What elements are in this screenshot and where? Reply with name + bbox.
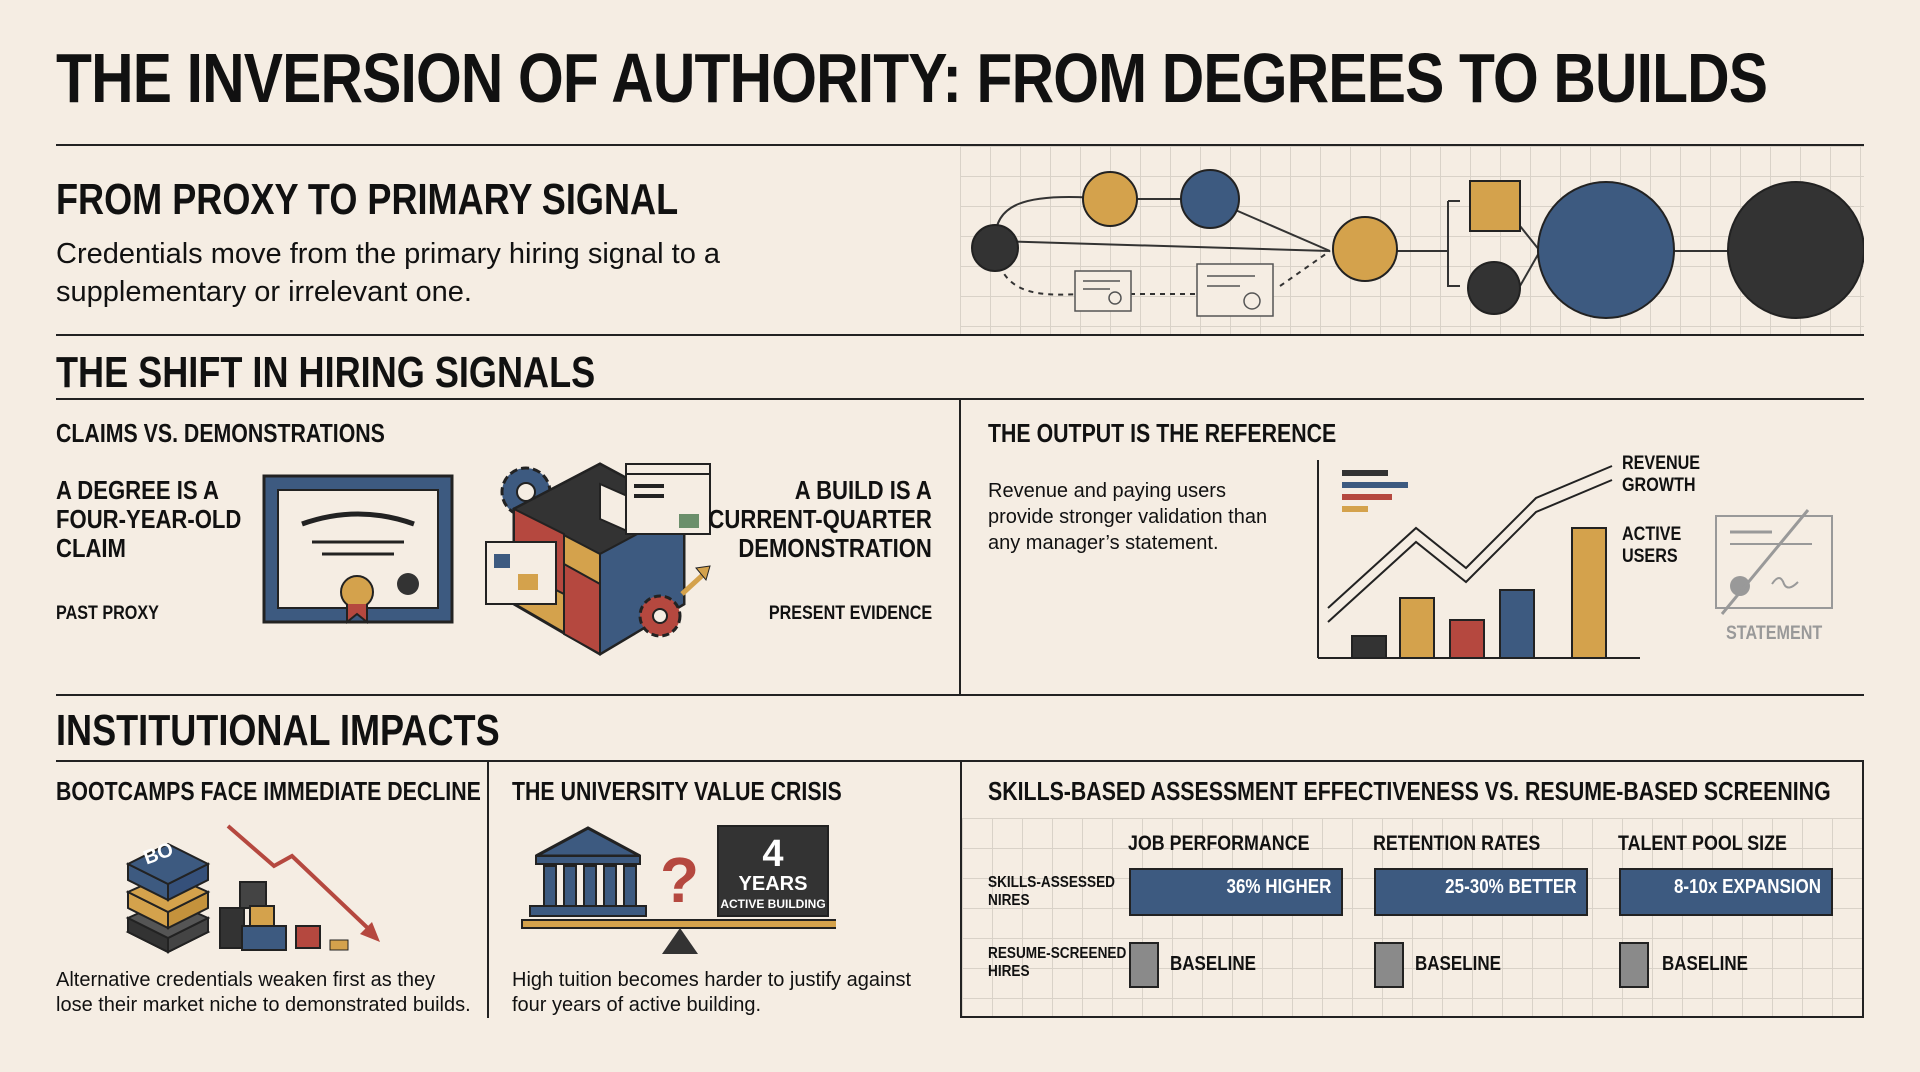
row-resume-label: RESUME-SCREENED HIRES <box>988 945 1127 980</box>
years-number: 4 <box>762 833 783 875</box>
crossed-statement-icon <box>1712 506 1836 621</box>
build-cube-icon <box>484 444 716 669</box>
bar-talent-pool: 8-10x EXPANSION <box>1619 868 1833 916</box>
claims-heading: CLAIMS VS. DEMONSTRATIONS <box>56 418 385 448</box>
network-diagram <box>960 146 1865 334</box>
active-users-label: ACTIVE USERS <box>1622 524 1682 567</box>
node-navy-1 <box>1180 169 1240 229</box>
university-scale-icon: ? 4 YEARS ACTIVE BUILDING <box>520 822 839 961</box>
proxy-heading: FROM PROXY TO PRIMARY SIGNAL <box>56 175 679 224</box>
assessment-panel <box>960 760 1864 1018</box>
revenue-growth-label: REVENUE GROWTH <box>1622 453 1701 496</box>
certificate-icon-1 <box>1074 270 1132 312</box>
col-job-performance-label: JOB PERFORMANCE <box>1128 832 1310 855</box>
build-claim: A BUILD IS A CURRENT-QUARTER DEMONSTRATI… <box>708 475 932 563</box>
question-mark-icon: ? <box>660 844 699 916</box>
divider-5 <box>56 760 960 762</box>
shift-heading: THE SHIFT IN HIRING SIGNALS <box>56 348 596 397</box>
baseline-job-performance-label: BASELINE <box>1170 953 1256 975</box>
bar-job-performance-value: 36% HIGHER <box>1226 876 1331 898</box>
output-text: Revenue and paying users provide stronge… <box>988 480 1268 554</box>
years-word: YEARS <box>739 873 808 895</box>
row-skills-label: SKILLS-ASSESSED NIRES <box>988 874 1115 909</box>
statement-label: STATEMENT <box>1726 623 1823 644</box>
node-navy-large <box>1537 181 1675 319</box>
growth-chart-icon <box>1316 458 1642 669</box>
present-evidence-label: PRESENT EVIDENCE <box>768 603 932 624</box>
years-caption: ACTIVE BUILDING <box>720 897 825 911</box>
node-gold-2 <box>1332 216 1398 282</box>
certificate-icon-2 <box>1196 263 1274 317</box>
divider-2 <box>56 334 1864 336</box>
university-text: High tuition becomes harder to justify a… <box>512 969 912 1016</box>
shift-vdivider <box>959 398 961 694</box>
col-retention-label: RETENTION RATES <box>1373 832 1541 855</box>
baseline-retention <box>1374 942 1404 988</box>
bootcamps-text: Alternative credentials weaken first as … <box>56 969 471 1016</box>
node-gold-1 <box>1082 171 1138 227</box>
node-dark-small <box>971 224 1019 272</box>
university-heading: THE UNIVERSITY VALUE CRISIS <box>512 776 842 806</box>
bar-retention-value: 25-30% BETTER <box>1444 876 1576 898</box>
baseline-retention-label: BASELINE <box>1415 953 1501 975</box>
proxy-text: Credentials move from the primary hiring… <box>56 238 721 308</box>
baseline-job-performance <box>1129 942 1159 988</box>
impacts-vdivider-1 <box>487 760 489 1018</box>
diploma-icon <box>262 474 454 629</box>
node-dark-large <box>1727 181 1865 319</box>
bootcamp-decline-icon: BO <box>124 822 384 961</box>
assessment-grid <box>962 818 1862 1016</box>
bar-retention: 25-30% BETTER <box>1374 868 1588 916</box>
baseline-talent-pool <box>1619 942 1649 988</box>
degree-claim: A DEGREE IS A FOUR-YEAR-OLD CLAIM <box>56 475 242 563</box>
node-gold-square <box>1469 180 1521 232</box>
impacts-heading: INSTITUTIONAL IMPACTS <box>56 706 500 755</box>
col-talent-pool-label: TALENT POOL SIZE <box>1618 832 1787 855</box>
divider-top <box>56 144 1864 146</box>
node-dark-2 <box>1467 261 1521 315</box>
bar-job-performance: 36% HIGHER <box>1129 868 1343 916</box>
bootcamps-heading: BOOTCAMPS FACE IMMEDIATE DECLINE <box>56 776 481 806</box>
output-heading: THE OUTPUT IS THE REFERENCE <box>988 418 1337 448</box>
assessment-heading: SKILLS-BASED ASSESSMENT EFFECTIVENESS VS… <box>988 776 1831 806</box>
baseline-talent-pool-label: BASELINE <box>1662 953 1748 975</box>
bar-talent-pool-value: 8-10x EXPANSION <box>1673 876 1821 898</box>
page-title: THE INVERSION OF AUTHORITY: FROM DEGREES… <box>56 39 1768 117</box>
divider-4 <box>56 694 1864 696</box>
past-proxy-label: PAST PROXY <box>56 603 159 624</box>
network-svg <box>971 169 1865 319</box>
